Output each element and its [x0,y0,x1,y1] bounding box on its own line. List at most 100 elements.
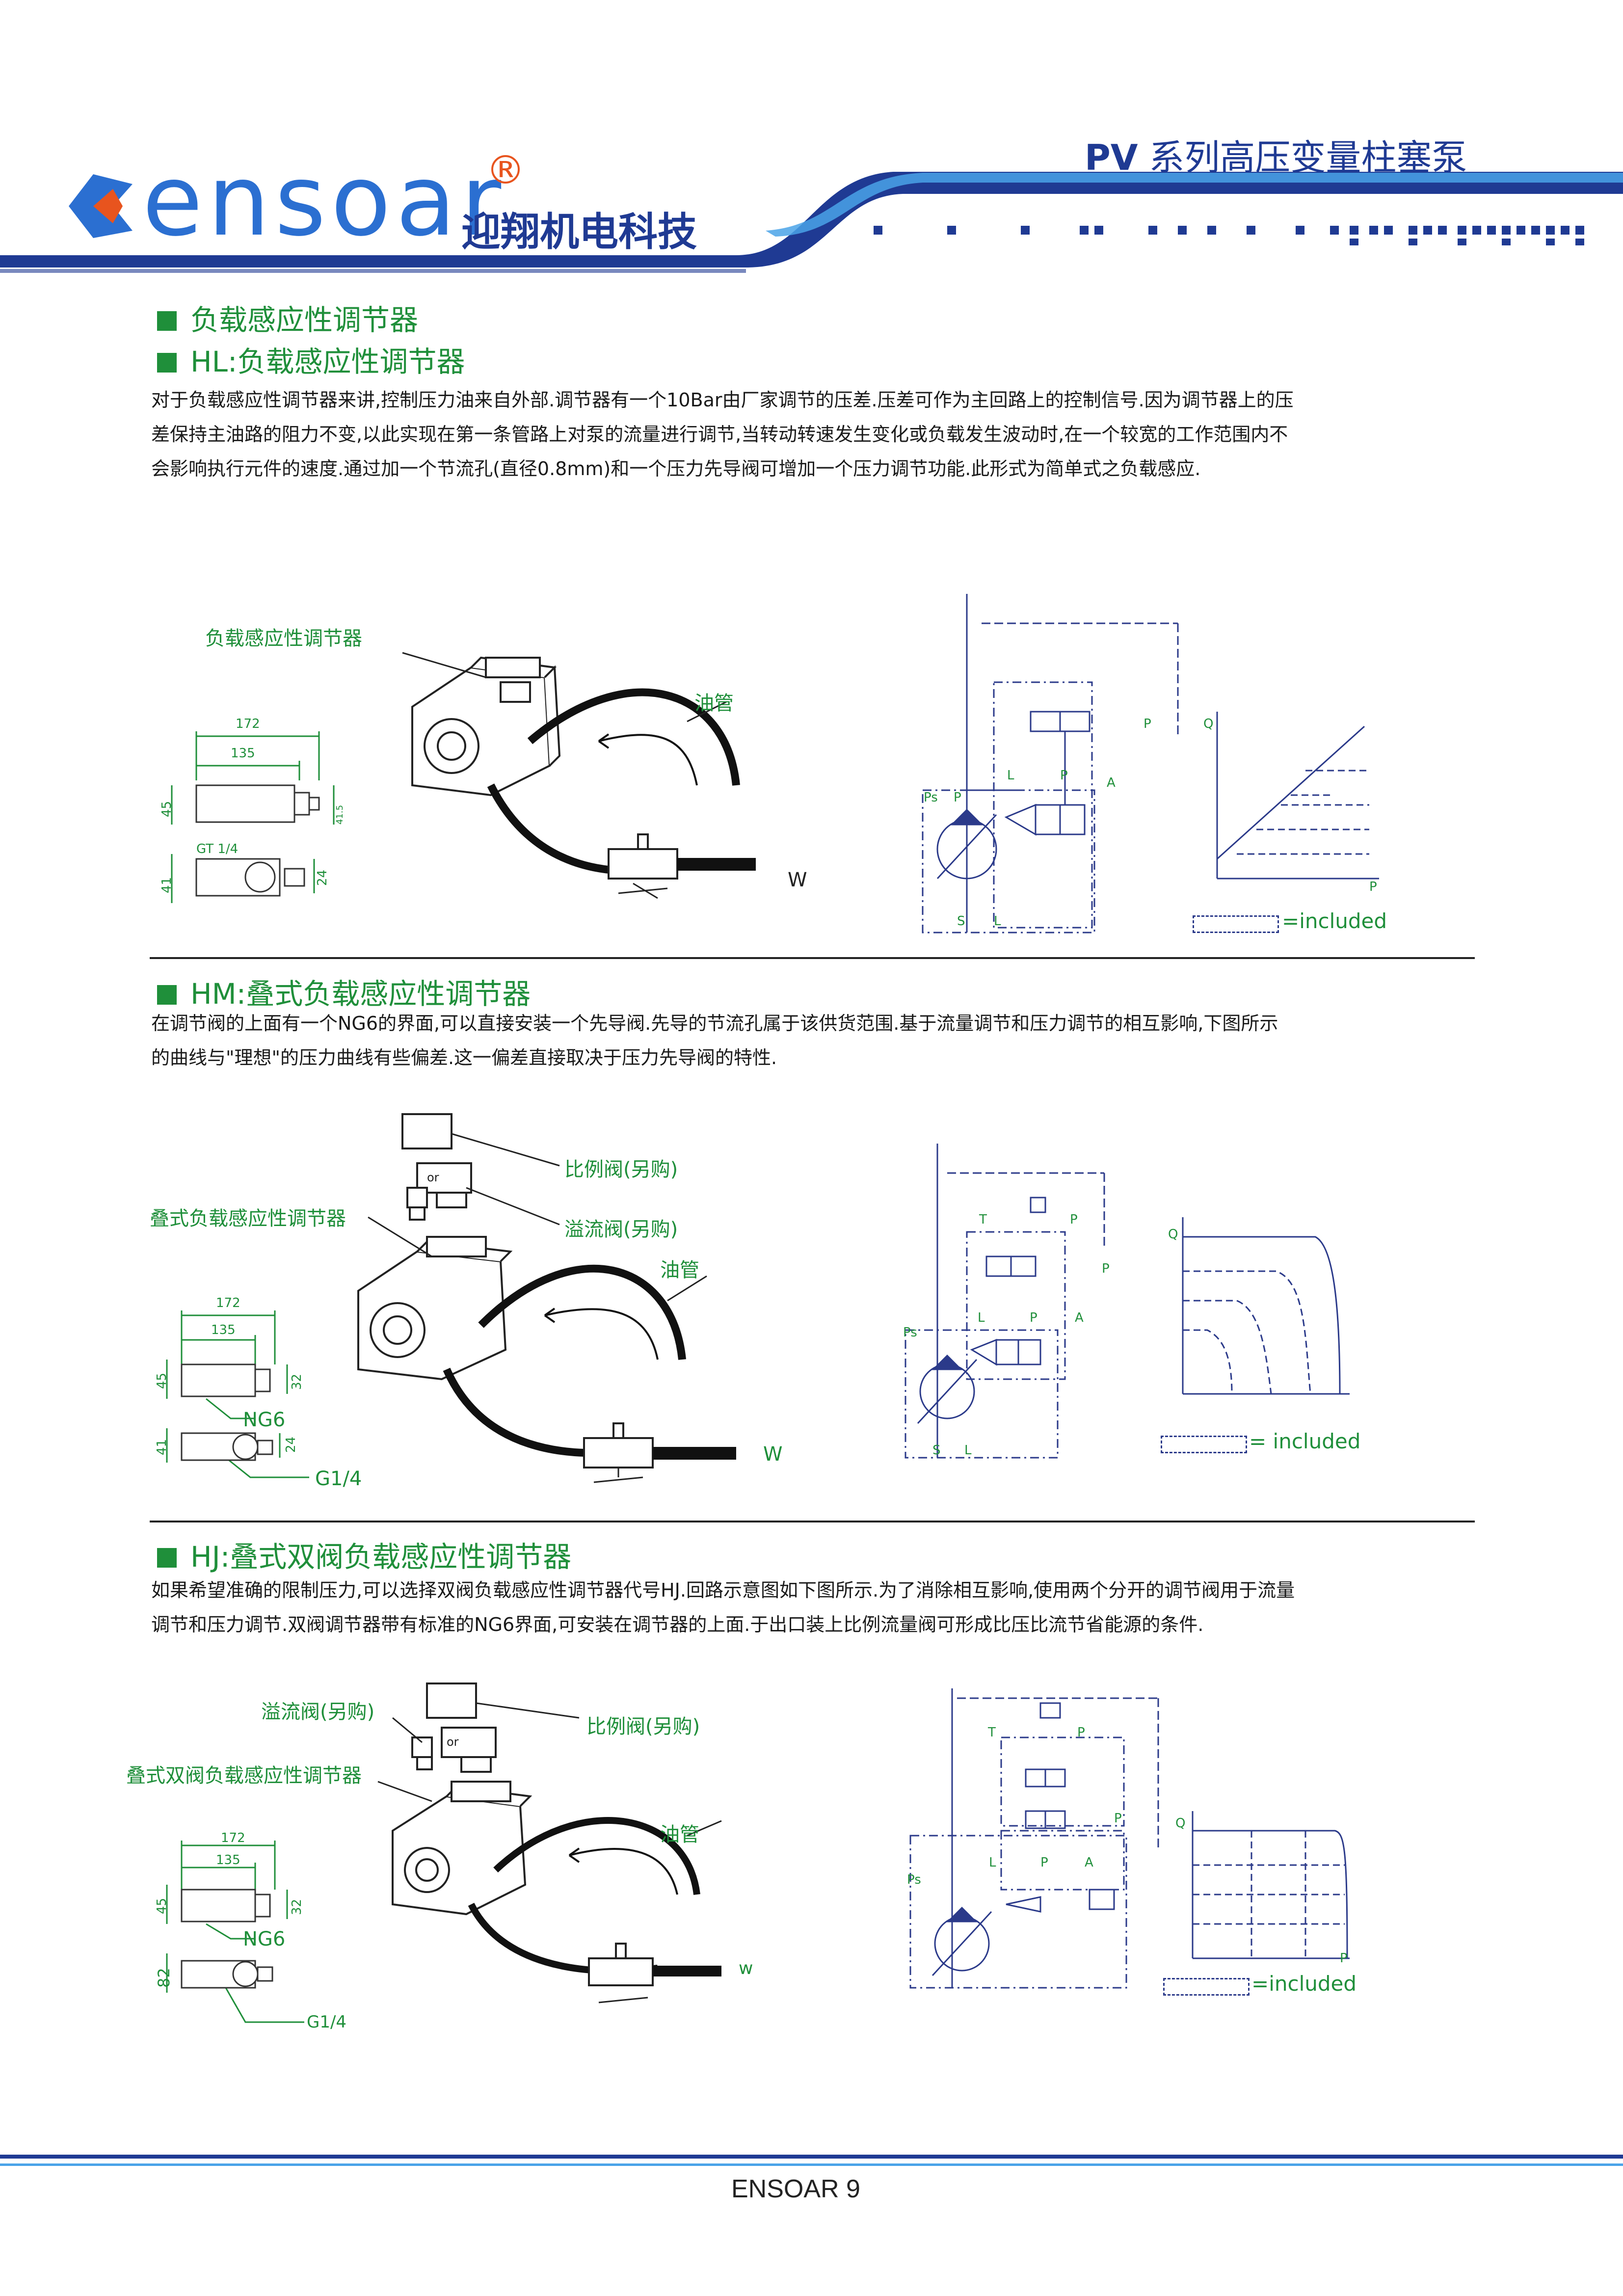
hm-qp-curve [1182,1217,1350,1395]
dim-45: 45 [160,801,174,817]
header: ensoar ® 迎翔机电科技 PV 系列高压变量柱塞泵 [0,0,1623,275]
hj-ng6: NG6 [243,1928,286,1950]
hl-curve-q: Q [1203,717,1214,731]
hj-or: or [447,1735,459,1749]
hm-schem-s: S [932,1443,941,1458]
hm-callout-prop: 比例阀(另购) [564,1158,678,1181]
hm-dim-32: 32 [290,1373,304,1390]
hj-schem-t: T [988,1725,996,1740]
hj-included-box [1163,1978,1250,1996]
hj-callout-pipe: 油管 [660,1823,699,1846]
hm-ng6: NG6 [243,1409,286,1431]
hj-schem-p1: P [1077,1725,1085,1740]
hj-included-label: =included [1251,1972,1357,1996]
hm-schem-p1: P [1070,1212,1078,1227]
hj-dim-135: 135 [216,1853,240,1868]
hj-dim-82: 82 [155,1968,173,1988]
section-heading-hl: HL:负载感应性调节器 [157,339,465,380]
company-name: 迎翔机电科技 [461,209,697,255]
divider-2 [150,1521,1475,1522]
hl-included-box [1193,915,1279,933]
hj-dim-45: 45 [155,1897,169,1914]
square-bullet-icon [157,1548,177,1568]
hm-schem-l: L [978,1310,985,1325]
hj-qp-curve [1192,1811,1350,1959]
hl-schem-p3: P [954,790,961,805]
hm-dimension-drawing: 172 135 45 32 NG6 41 24 G1/4 [155,1296,362,1502]
hj-schem-p2: P [1114,1811,1122,1826]
hm-schem-p2: P [1102,1261,1110,1276]
hj-dim-32: 32 [290,1898,304,1915]
hj-label-w: w [739,1958,753,1978]
footer-page-number: ENSOAR 9 [731,2175,860,2203]
square-bullet-icon [157,311,177,331]
hl-pump-illustration [402,652,756,899]
hl-schem-p1: P [1144,717,1151,731]
hm-dim-45: 45 [155,1372,169,1389]
brand-wordmark: ensoar [142,144,506,258]
square-bullet-icon [157,353,177,373]
hm-hydraulic-schematic [905,1144,1105,1459]
hm-schem-a: A [1075,1310,1084,1325]
hl-schem-l2: L [994,914,1001,929]
hl-dimension-drawing: 172 135 45 41.5 GT 1/4 41 24 [157,712,345,918]
hm-included-box [1161,1436,1247,1453]
hj-paragraph: 如果希望准确的限制压力,可以选择双阀负载感应性调节器代号HJ.回路示意图如下图所… [151,1579,1295,1635]
hj-callout-relief: 溢流阀(另购) [261,1701,375,1723]
hm-schem-p3: P [1030,1310,1038,1325]
logo-icon [69,174,133,238]
dim-172: 172 [236,717,260,731]
hm-callout-pipe: 油管 [660,1259,699,1281]
hj-schem-ps: Ps [907,1872,921,1887]
hl-callout-pipe: 油管 [694,692,734,715]
hm-or: or [427,1171,439,1184]
port-gt14: GT 1/4 [196,842,239,856]
hm-dim-24: 24 [284,1436,298,1453]
dim-24: 24 [315,869,330,886]
hl-qp-curve [1216,712,1379,880]
divider-1 [150,957,1475,959]
footer-rule-thin [0,2163,1623,2166]
brand-registered-mark: ® [486,147,525,193]
square-bullet-icon [157,985,177,1005]
dim-41: 41 [160,877,174,893]
hl-label-w: W [788,869,807,891]
section-heading-hj: HJ:叠式双阀负载感应性调节器 [157,1534,571,1575]
hm-callout-regulator: 叠式负载感应性调节器 [150,1207,346,1230]
series-prefix: PV [1085,137,1138,178]
hj-schem-l: L [989,1855,996,1870]
hm-pump-illustration [357,1113,736,1483]
hm-included-label: = included [1249,1429,1361,1453]
hj-curve-p: P [1340,1951,1348,1966]
hj-callout-prop: 比例阀(另购) [586,1715,700,1738]
hl-schem-ps: Ps [924,790,938,805]
header-swoosh [0,172,1623,273]
hl-schem-p2: P [1060,768,1068,783]
dim-135: 135 [231,746,255,761]
hl-schem-l: L [1007,768,1014,783]
hm-label-w: W [763,1443,783,1466]
hj-dimension-drawing: 172 135 45 32 NG6 82 G1/4 [155,1831,347,2042]
hm-curve-q: Q [1168,1227,1178,1242]
section-heading-hm: HM:叠式负载感应性调节器 [157,971,531,1012]
hm-g14: G1/4 [315,1468,362,1490]
header-dot-pattern [874,226,1584,245]
hl-included-label: =included [1282,909,1387,933]
hm-paragraph: 在调节阀的上面有一个NG6的界面,可以直接安装一个先导阀.先导的节流孔属于该供货… [151,1013,1278,1068]
hj-dim-172: 172 [221,1831,245,1845]
footer-rule-thick [0,2155,1623,2159]
hm-dim-135: 135 [211,1323,236,1337]
hl-hydraulic-schematic [922,594,1179,934]
hj-callout-regulator: 叠式双阀负载感应性调节器 [126,1764,362,1787]
hj-hydraulic-schematic [909,1688,1159,1989]
series-name: 系列高压变量柱塞泵 [1149,137,1467,178]
hl-curve-p: P [1369,880,1377,894]
hm-schem-ps: Ps [903,1325,917,1340]
hl-callout-regulator: 负载感应性调节器 [205,627,362,650]
hl-paragraph: 对于负载感应性调节器来讲,控制压力油来自外部.调节器有一个10Bar由厂家调节的… [151,389,1294,480]
dim-41-5: 41.5 [335,804,345,825]
hm-schem-t: T [979,1212,987,1227]
hj-g14: G1/4 [307,2012,347,2032]
hj-pump-illustration [377,1682,722,2003]
hj-curve-q: Q [1175,1816,1186,1831]
